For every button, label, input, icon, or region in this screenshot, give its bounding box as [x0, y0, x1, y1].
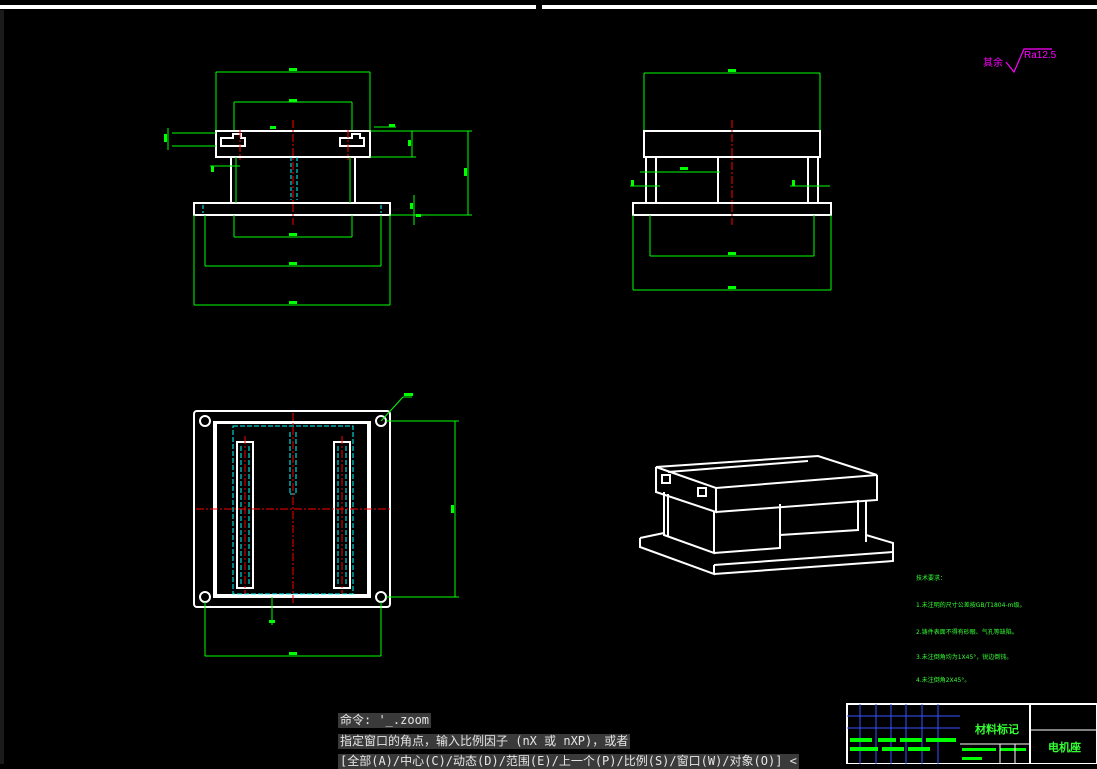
tab-divider-right	[542, 5, 1097, 9]
tech-requirement-item: 2.铸件表面不得有砂眼、气孔等缺陷。	[916, 629, 1018, 636]
top-view	[193, 393, 459, 657]
front-view	[164, 68, 472, 306]
command-history-line: 指定窗口的角点，输入比例因子 (nX 或 nXP)，或者	[338, 734, 631, 749]
isometric-view	[639, 454, 894, 576]
tech-requirements-title: 技术要求：	[916, 575, 947, 582]
tech-requirement-item: 1.未注明的尺寸公差按GB/T1804-m级。	[916, 602, 1026, 609]
surface-roughness-symbol	[1005, 48, 1052, 74]
command-prompt-line[interactable]: [全部(A)/中心(C)/动态(D)/范围(E)/上一个(P)/比例(S)/窗口…	[338, 754, 799, 769]
title-block-part-name: 电机座	[1048, 741, 1081, 754]
command-history-line: 命令: '_.zoom	[338, 713, 432, 728]
drawing-tab-bar	[0, 0, 1097, 10]
tech-requirement-item: 4.未注倒角2X45°。	[916, 677, 971, 684]
side-view	[630, 69, 832, 291]
tech-requirement-item: 3.未注倒角均为1X45°，锐边倒钝。	[916, 654, 1013, 661]
roughness-value-label: Ra12.5	[1024, 50, 1057, 61]
title-block-material-label: 材料标记	[975, 723, 1019, 736]
title-block	[846, 703, 1097, 764]
tab-divider-left	[0, 5, 536, 9]
roughness-prefix-label: 其余	[983, 58, 1003, 69]
viewport-left-edge	[0, 10, 4, 764]
cad-drawing-canvas[interactable]: 其余 Ra12.5 技术要求： 1.未注明的尺寸公差按GB/T1804-m级。 …	[0, 10, 1097, 769]
